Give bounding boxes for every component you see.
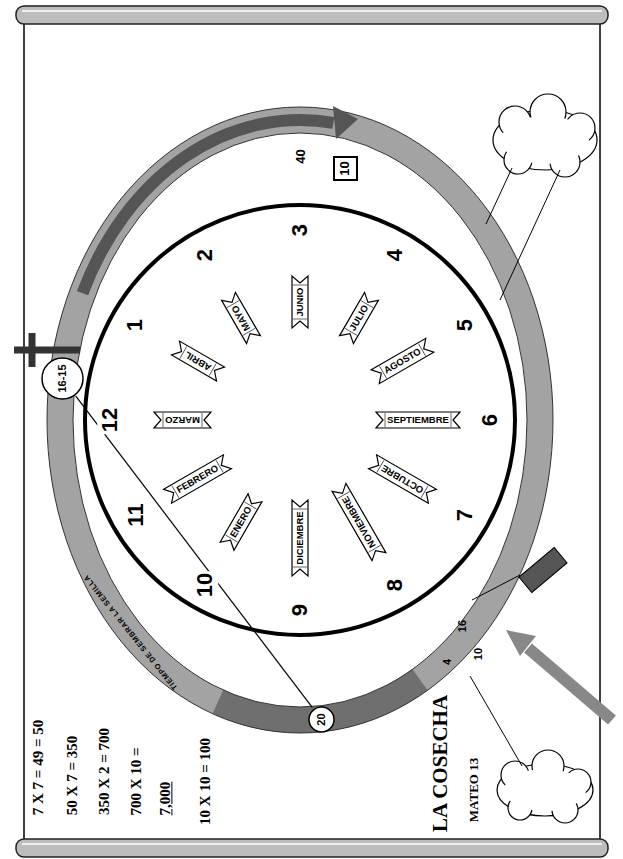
clock-number: 8 [382, 576, 408, 592]
grey-arrow-head [506, 630, 536, 656]
band-edge [73, 133, 527, 707]
node-text: DICIEMBRE [295, 511, 306, 564]
ribbon-fold [293, 509, 307, 510]
month-ribbon: MARZO [154, 412, 211, 428]
callout-circle: 16-15 [41, 357, 84, 400]
arrow-head [333, 106, 358, 139]
node-text: JUNIO [295, 287, 306, 316]
callout-box: 10 [333, 156, 358, 181]
clock-number: 4 [382, 247, 408, 263]
square-shape [334, 157, 357, 180]
month-ribbon: MAYO [222, 292, 261, 343]
ribbon-fold [293, 285, 307, 286]
note-label: 16 [456, 620, 468, 632]
ribbon-fold [451, 413, 452, 427]
ribbon-fold [293, 319, 307, 320]
circle-shape [42, 358, 83, 399]
ribbon-shape [292, 276, 308, 328]
ribbon-shape [171, 341, 224, 381]
ribbon-shape [292, 500, 308, 576]
equation: 10 X 10 = 100 [196, 738, 213, 825]
node-text: 10 [338, 161, 353, 175]
time-band [60, 120, 540, 720]
node-text: NOVIEMBRE [340, 495, 378, 550]
month-ribbon: DICIEMBRE [292, 500, 308, 576]
node-text: SEPTIEMBRE [387, 415, 449, 426]
equation: 7 X 7 = 49 = 50 [30, 720, 47, 815]
node-text: 20 [315, 713, 328, 725]
cloud-fill [504, 769, 586, 811]
ribbon-fold [385, 413, 386, 427]
note-label: 10 [472, 648, 484, 660]
month-ribbon: JUNIO [292, 276, 308, 328]
diagram-title: LA COSECHA [428, 695, 453, 832]
month-ribbon: ENERO [220, 494, 262, 550]
ribbon-shape [368, 455, 436, 503]
clock-number: 7 [452, 507, 478, 523]
ribbon-shape [332, 484, 386, 561]
scroll-rod [16, 839, 608, 857]
cloud-callout [497, 750, 593, 823]
month-ribbon: NOVIEMBRE [332, 484, 386, 561]
equation: 7,000 [157, 781, 174, 815]
clock-number: 5 [452, 317, 478, 333]
circle-shape [309, 707, 334, 732]
dark-box [519, 548, 567, 593]
ribbon-fold [293, 567, 307, 568]
equation: 350 X 2 = 700 [95, 728, 112, 815]
note-label: 40 [293, 149, 308, 163]
year-circle [85, 205, 515, 635]
month-ribbon: FEBRERO [164, 455, 232, 503]
note-label: MATEO 13 [466, 758, 482, 822]
leader-line [472, 575, 520, 600]
diameter-line [76, 396, 313, 708]
ribbon-shape [376, 412, 460, 428]
ribbon-fold [162, 413, 163, 427]
note-label: 4 [441, 659, 453, 665]
clock-number: 3 [287, 222, 313, 238]
ribbon-fold [201, 413, 202, 427]
cloud-callout [493, 94, 597, 177]
note-label: TIEMPO DE SEMBRAR LA SEMILLA [81, 573, 179, 692]
ribbon-shape [154, 412, 211, 428]
ribbon-shape [371, 338, 434, 383]
callout-circle: 20 [308, 706, 335, 733]
clock-number: 11 [123, 501, 149, 528]
month-ribbon: ABRIL [171, 341, 224, 381]
cross [14, 347, 80, 354]
equation: 50 X 7 = 350 [64, 736, 81, 815]
ribbon-shape [164, 455, 232, 503]
cloud-fill [501, 116, 589, 164]
node-text: 16-15 [56, 364, 69, 392]
ribbon-shape [222, 292, 261, 343]
clock-number: 6 [477, 412, 503, 428]
month-ribbon: JULIO [340, 292, 379, 343]
scroll-paper [24, 20, 600, 842]
month-ribbon: OCTUBRE [368, 455, 436, 503]
rod-shine [22, 10, 602, 12]
grey-arrow [528, 648, 612, 720]
leader-line [500, 170, 560, 300]
month-ribbon: SEPTIEMBRE [376, 412, 460, 428]
clock-number: 2 [192, 247, 218, 263]
month-ribbon: AGOSTO [371, 338, 434, 383]
rod-shine [22, 843, 602, 845]
clock-number: 1 [123, 317, 149, 333]
leader-line [486, 168, 512, 224]
node-text: MARZO [165, 415, 200, 426]
scroll-rod [16, 6, 608, 24]
equation: 700 X 10 = [128, 747, 145, 815]
leader-line [470, 676, 522, 766]
band-edge [47, 107, 553, 733]
cross [29, 333, 36, 367]
clock-number: 10 [192, 570, 218, 598]
ribbon-shape [340, 292, 379, 343]
clock-number: 12 [97, 406, 123, 434]
clock-number: 9 [287, 602, 313, 618]
ribbon-shape [220, 494, 262, 550]
